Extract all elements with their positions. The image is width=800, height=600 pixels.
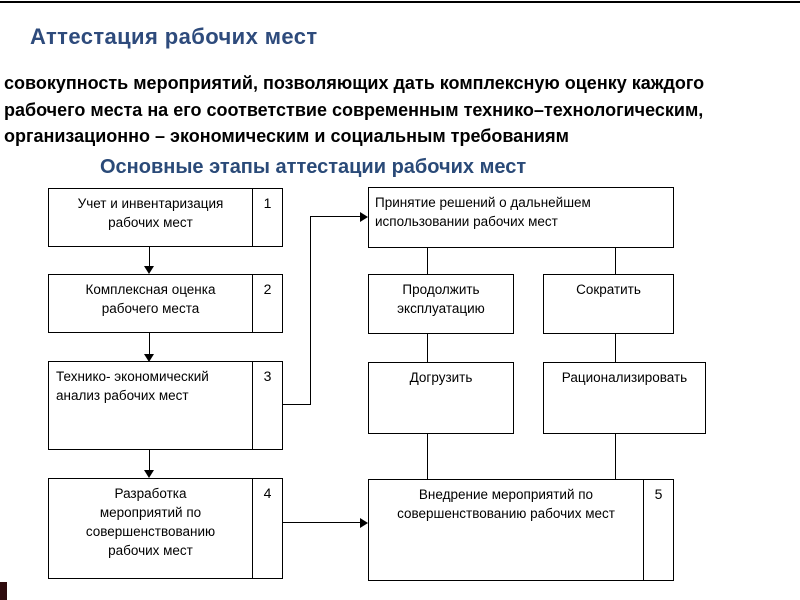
stage-box-3: Технико- экономический анализ рабочих ме… [48,361,283,450]
connector-line [614,433,616,479]
stage-label: Разработка мероприятий по совершенствова… [85,486,216,558]
connector-line [426,333,428,362]
stage-number: 4 [252,479,282,578]
arrowhead-right-icon [360,211,368,222]
option-label: Догрузить [409,370,473,385]
stage-box-5: Внедрение мероприятий по совершенствован… [368,479,674,581]
option-box-reduce: Сократить [543,274,674,334]
connector-line [614,247,616,274]
decision-label: Принятие решений о дальнейшем использова… [375,195,591,229]
diagram-title: Основные этапы аттестации рабочих мест [100,156,527,178]
option-box-load: Догрузить [368,362,514,434]
arrowhead-down-icon [144,266,154,274]
arrowhead-down-icon [144,354,154,362]
definition-text: совокупность мероприятий, позволяющих да… [4,73,705,146]
slide-top-border [0,1,800,3]
option-box-rationalize: Рационализировать [543,362,706,434]
connector-line [426,247,428,274]
stage-label: Внедрение мероприятий по совершенствован… [397,487,615,521]
option-label: Продолжить эксплуатацию [397,282,485,316]
connector-line [614,333,616,362]
connector-line [148,450,150,470]
arrowhead-right-icon [360,517,368,528]
option-label: Сократить [576,282,641,297]
stage-box-4: Разработка мероприятий по совершенствова… [48,478,283,579]
stage-label: Учет и инвентаризация рабочих мест [77,196,224,230]
stage-label: Комплексная оценка рабочего места [85,282,216,316]
option-box-continue: Продолжить эксплуатацию [368,274,514,334]
connector-line [426,433,428,479]
decision-box: Принятие решений о дальнейшем использова… [368,187,674,248]
page-title: Аттестация рабочих мест [30,24,318,49]
connector-line [282,521,360,523]
stage-number: 5 [643,480,673,580]
stage-number: 3 [252,362,282,449]
connector-line [309,216,311,405]
slide-corner-accent [0,582,7,600]
stage-box-1: Учет и инвентаризация рабочих мест 1 [48,188,283,247]
stage-number: 1 [252,189,282,246]
stage-box-2: Комплексная оценка рабочего места 2 [48,274,283,333]
connector-line [310,215,360,217]
stage-number: 2 [252,275,282,332]
connector-line [148,247,150,266]
option-label: Рационализировать [561,370,688,385]
connector-line [148,333,150,354]
stage-label: Технико- экономический анализ рабочих ме… [56,369,209,403]
arrowhead-down-icon [144,470,154,478]
connector-line [282,403,311,405]
